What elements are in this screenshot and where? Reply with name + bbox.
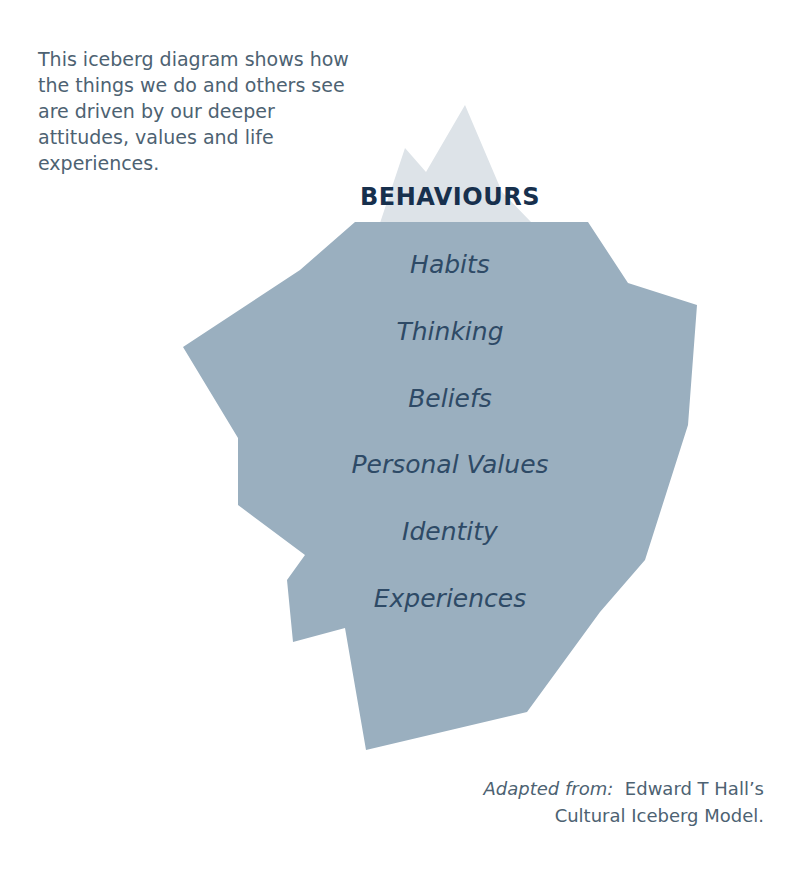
iceberg-layer: Beliefs (180, 384, 720, 413)
source-prefix: Adapted from: (484, 778, 614, 799)
caption-text: This iceberg diagram shows how the thing… (38, 46, 368, 176)
iceberg-layer: Thinking (180, 317, 720, 346)
source-note: Adapted from: Edward T Hall’s Cultural I… (434, 775, 764, 829)
iceberg-body (183, 222, 697, 750)
surface-heading: BEHAVIOURS (180, 183, 720, 211)
iceberg-layer: Experiences (180, 584, 720, 613)
iceberg-layer: Identity (180, 517, 720, 546)
iceberg-layer: Personal Values (180, 450, 720, 479)
iceberg-layer: Habits (180, 250, 720, 279)
iceberg: BEHAVIOURS HabitsThinkingBeliefsPersonal … (180, 100, 720, 760)
